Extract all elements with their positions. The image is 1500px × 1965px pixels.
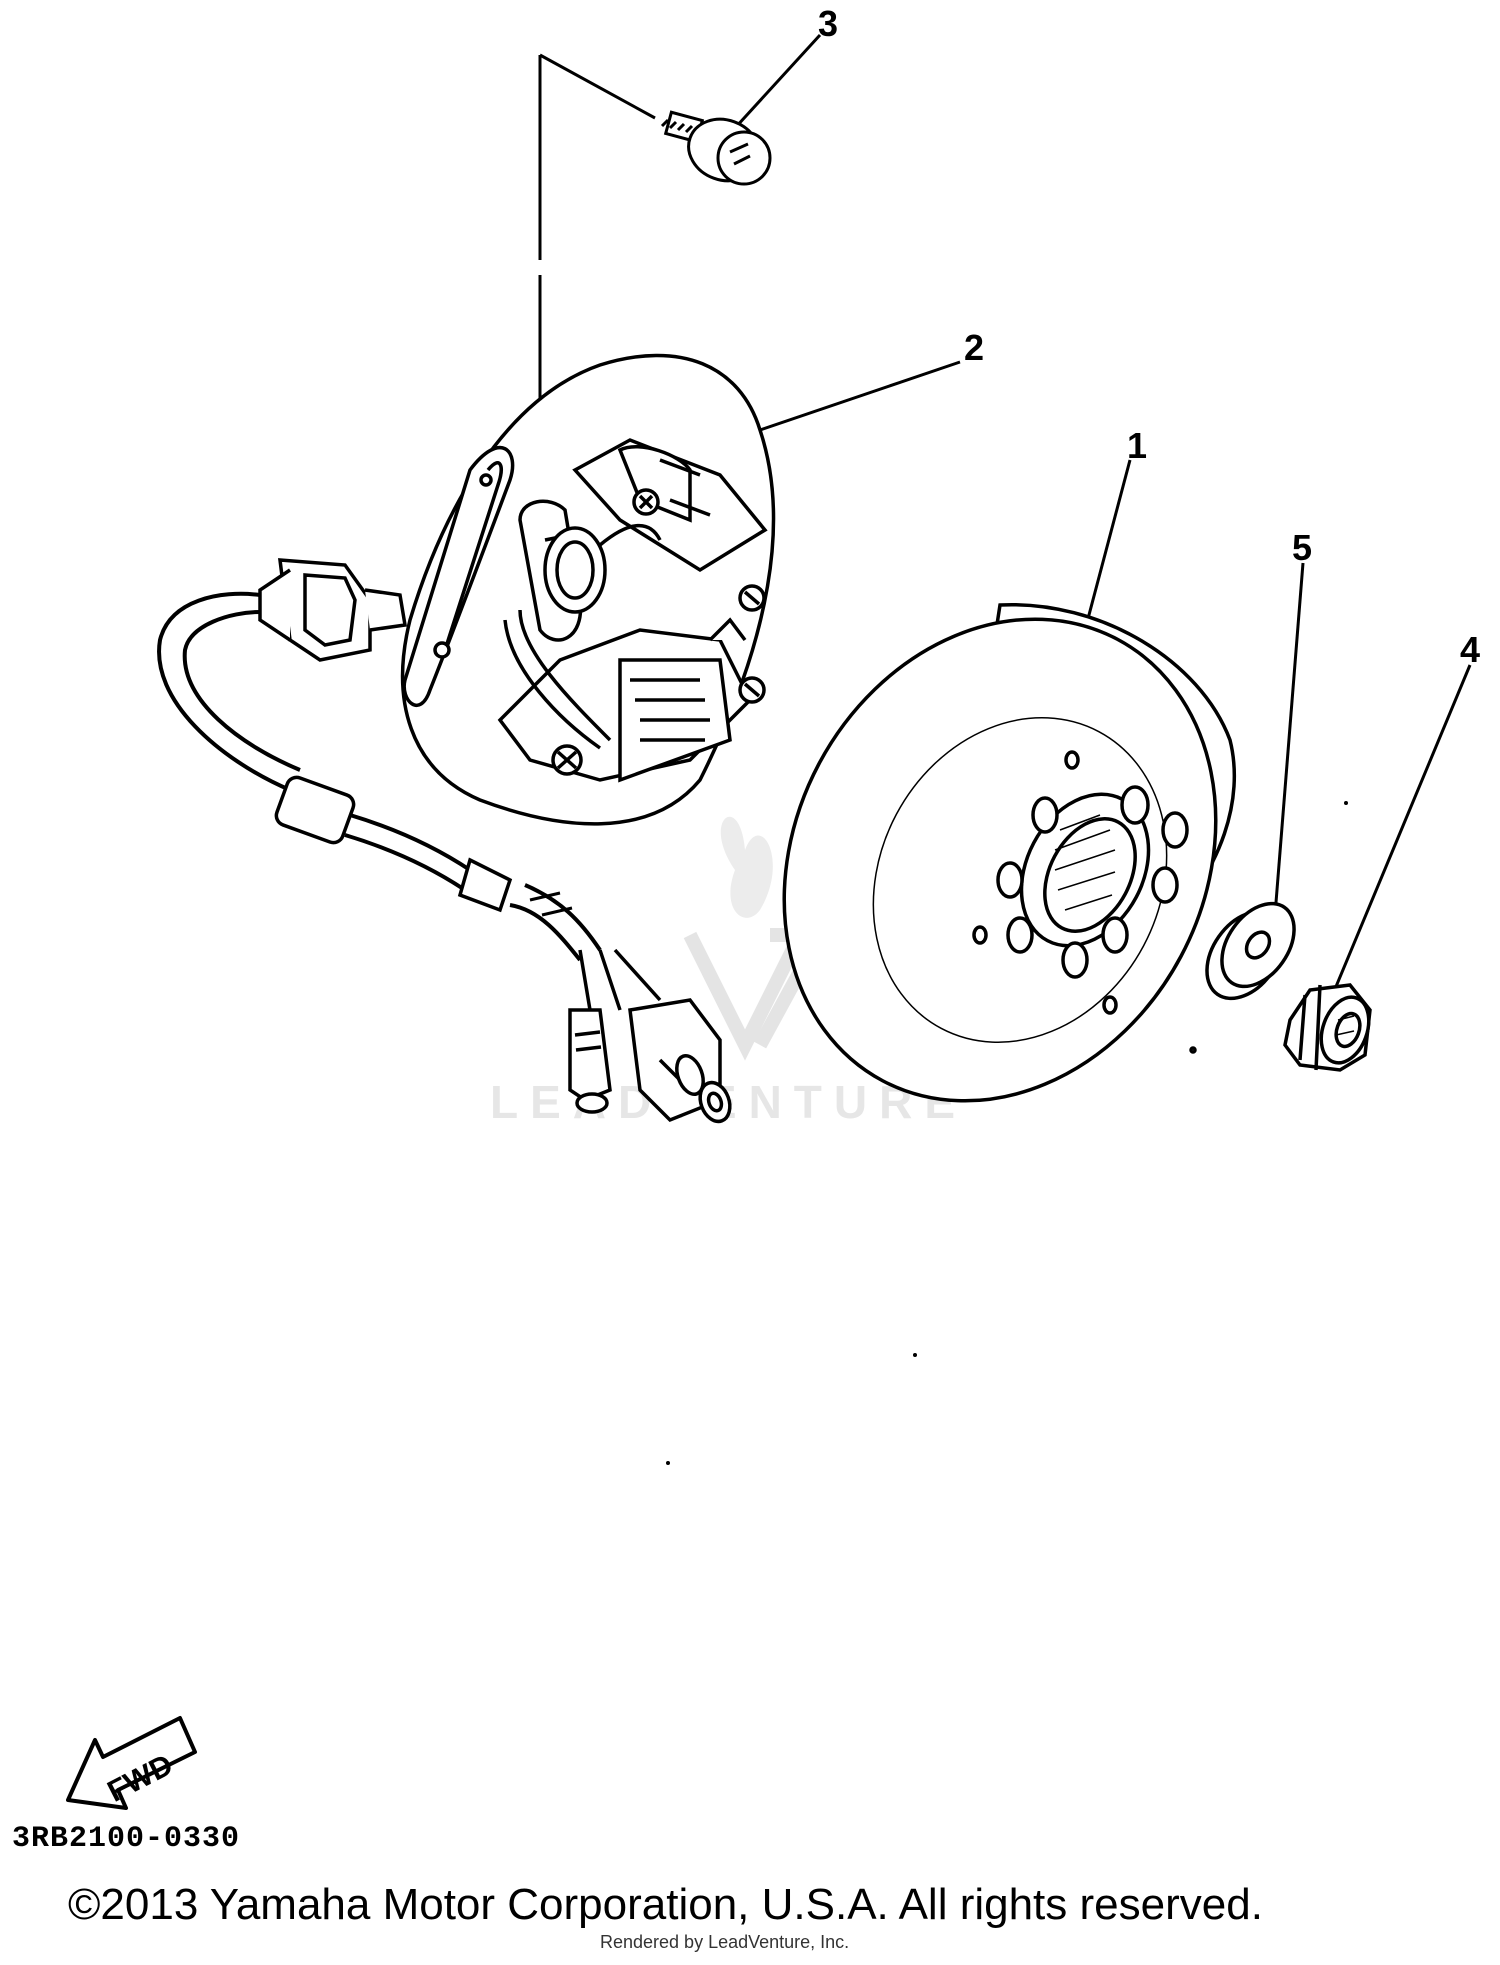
callout-4: 4 [1460,629,1480,670]
callout-1: 1 [1127,425,1147,466]
diagram-part-code: 3RB2100-0330 [12,1822,241,1856]
stray-mark [1344,801,1348,805]
copyright-notice: ©2013 Yamaha Motor Corporation, U.S.A. A… [68,1880,1263,1929]
leader-lines [538,33,1472,1026]
bolt-part-3 [660,110,772,186]
rendered-by-credit: Rendered by LeadVenture, Inc. [600,1932,850,1952]
stray-mark [913,1353,917,1357]
stator-part-2 [157,353,776,1124]
callout-2: 2 [964,327,984,368]
nut-part-4 [1283,983,1372,1072]
washer-part-5 [1205,901,1296,1001]
flywheel-rotor-part-1 [782,603,1237,1103]
stray-mark [666,1461,670,1465]
fwd-arrow-icon: FWD [66,1716,197,1810]
callout-5: 5 [1292,527,1312,568]
callout-3: 3 [818,3,838,44]
